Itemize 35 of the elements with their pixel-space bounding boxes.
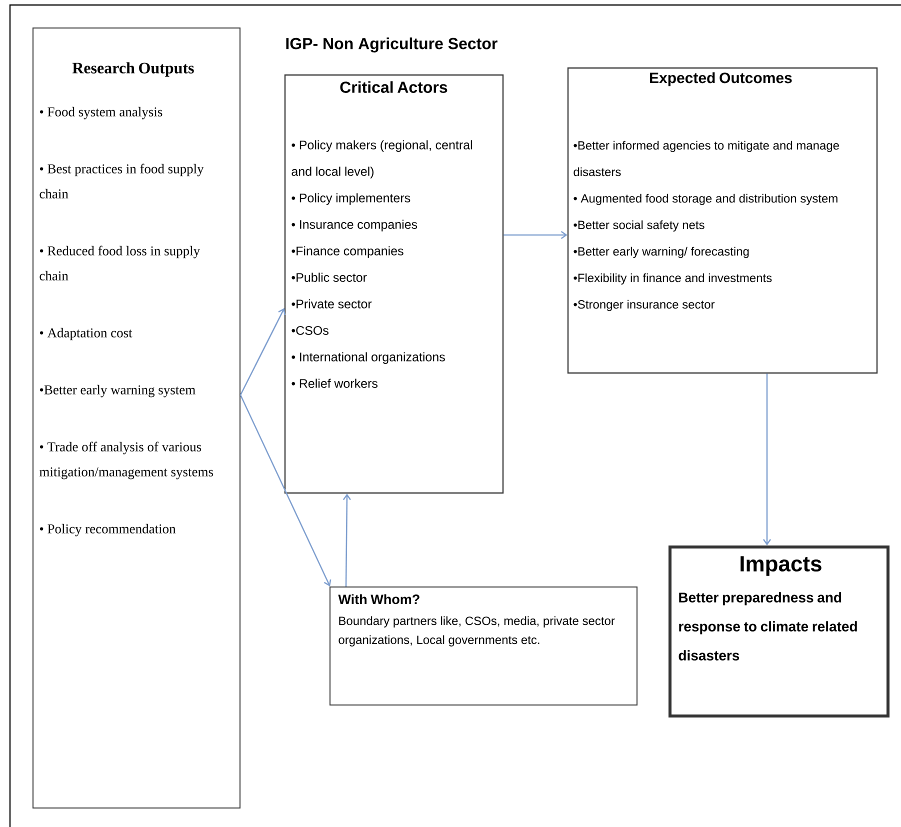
bullet-item: • Best practices in food supply chain — [40, 164, 204, 198]
body-text: Better preparedness and response to climate related disasters — [678, 592, 857, 660]
bullet-item: • Adaptation cost — [40, 328, 132, 340]
bullet-item: •Finance companies — [292, 246, 404, 258]
bullet-item: • Trade off analysis of various mitigation/management systems — [39, 442, 214, 480]
bullet-item: •Private sector — [292, 299, 372, 308]
heading: Critical Actors — [340, 81, 448, 93]
bullet-item: •Public sector — [292, 272, 367, 282]
body-text: Boundary partners like, CSOs, media, private sector organizations, Local governments etc. — [338, 616, 615, 646]
bullet-item: • Policy implementers — [292, 193, 410, 205]
heading: Research Outputs — [72, 62, 194, 77]
arrow — [240, 394, 332, 586]
arrow — [240, 308, 286, 396]
bullet-item: • Augmented food storage and distribution system — [574, 194, 838, 206]
bullet-item: •Flexibility in finance and investments — [574, 273, 772, 285]
bullet-item: • Relief workers — [292, 378, 378, 388]
bullet-item: •Better social safety nets — [574, 220, 704, 232]
bullet-item: • Food system analysis — [40, 106, 162, 120]
heading: With Whom? — [338, 594, 420, 604]
bullet-item: • Policy makers (regional, central and local level) — [292, 140, 472, 178]
arrow — [342, 494, 351, 586]
heading: Impacts — [740, 556, 822, 576]
bullet-item: •Stronger insurance sector — [574, 300, 715, 312]
arrow — [762, 374, 772, 546]
bullet-item: •Better informed agencies to mitigate and manage disasters — [574, 140, 839, 176]
bullet-item: • Insurance companies — [292, 220, 418, 232]
arrow — [504, 230, 568, 240]
bullet-item: •Better early warning/ forecasting — [574, 246, 749, 258]
bullet-item: • International organizations — [292, 352, 445, 364]
bullet-item: • Reduced food loss in supply chain — [40, 246, 200, 280]
bullet-item: • Policy recommendation — [40, 524, 176, 536]
bullet-item: •Better early warning system — [40, 384, 196, 398]
bullet-item: •CSOs — [292, 326, 328, 335]
title: IGP- Non Agriculture Sector — [286, 38, 498, 52]
heading: Expected Outcomes — [650, 72, 792, 86]
